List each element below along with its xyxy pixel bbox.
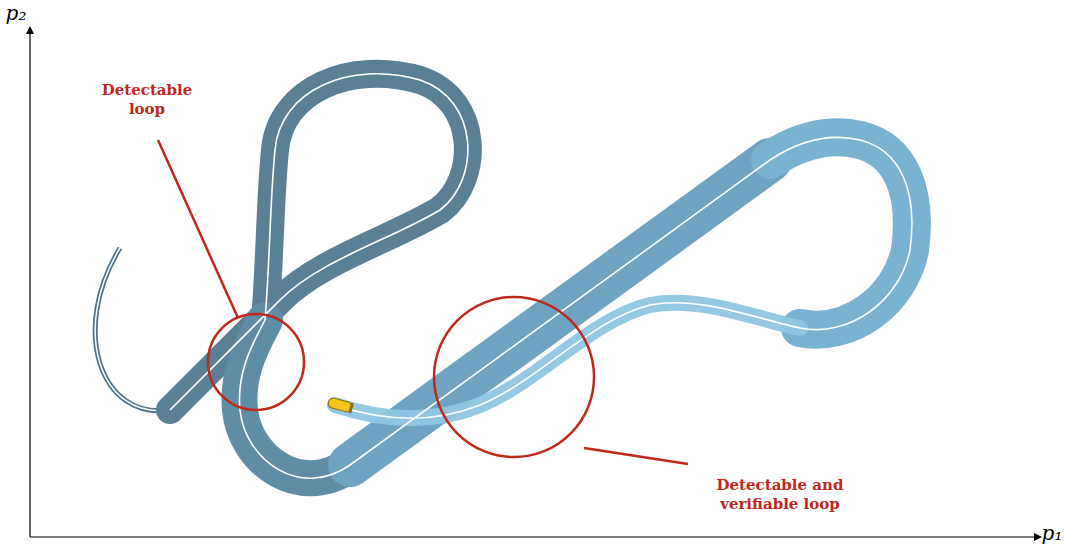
band-start	[335, 303, 800, 419]
band-tail	[95, 248, 170, 411]
callout-label: Detectable loop	[92, 81, 202, 119]
leader-line	[158, 140, 238, 318]
x-axis	[30, 536, 1040, 537]
leader-line	[584, 448, 688, 464]
callout-label: Detectable and verifiable loop	[690, 476, 870, 514]
band-tail-center	[95, 248, 170, 411]
loop-circle	[208, 314, 304, 410]
trajectory-centerline	[170, 74, 912, 478]
loop-circle	[434, 297, 594, 457]
band-top-loop	[170, 74, 468, 410]
vehicle-icon	[327, 397, 354, 413]
y-axis	[29, 28, 30, 537]
band-right-loop	[770, 137, 912, 329]
axis-label: p₁	[1038, 522, 1066, 544]
axis-label: p₂	[2, 2, 30, 24]
